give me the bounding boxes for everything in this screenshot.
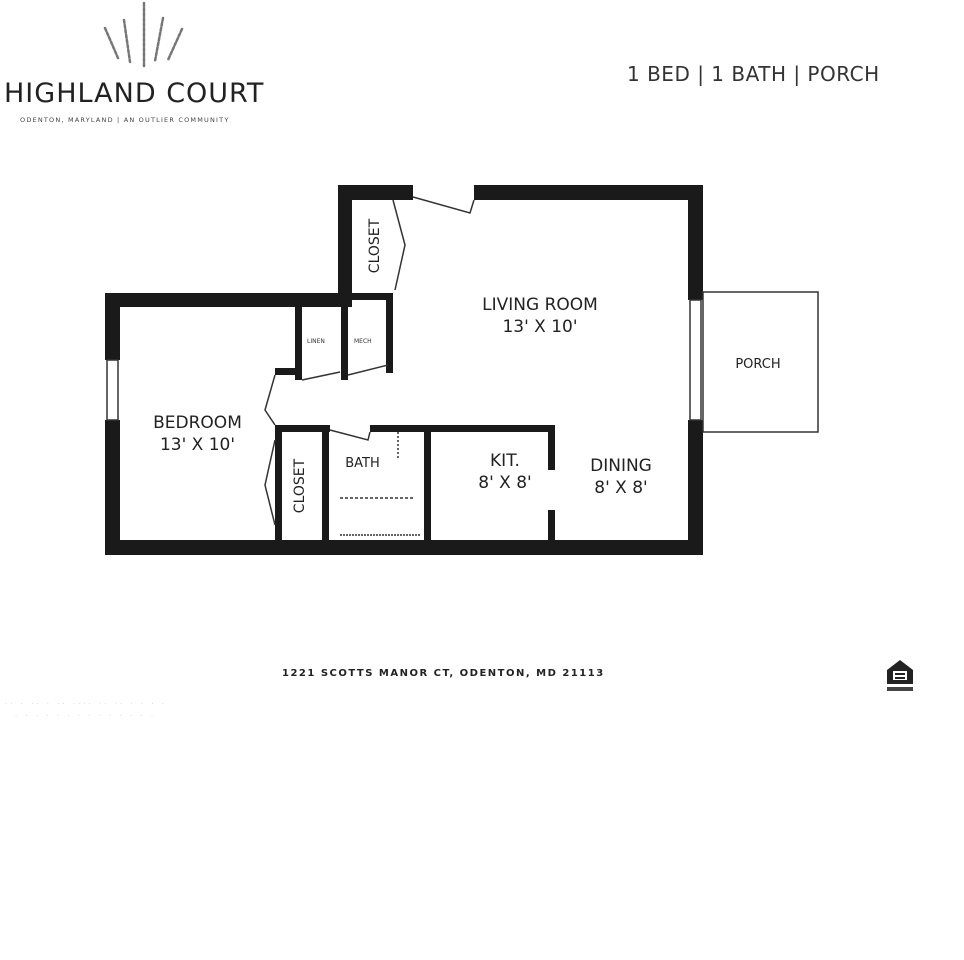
closet-lower-door <box>264 439 276 526</box>
kitchen-size: 8' X 8' <box>478 473 532 493</box>
bath-door <box>329 429 371 441</box>
living-room-name: LIVING ROOM <box>482 295 598 315</box>
kitchen-label: KIT. 8' X 8' <box>440 450 570 494</box>
faint-scan-artifact: · · · · · · · · · · · · · · <box>15 712 157 720</box>
address: 1221 SCOTTS MANOR CT, ODENTON, MD 21113 <box>282 668 605 679</box>
living-window <box>689 299 702 421</box>
kitchen-name: KIT. <box>490 451 520 471</box>
entry-door <box>412 196 475 214</box>
dining-name: DINING <box>590 456 652 476</box>
living-room-size: 13' X 10' <box>502 317 578 337</box>
logo-title: HIGHLAND COURT <box>4 78 265 109</box>
bedroom-window <box>106 359 119 421</box>
bedroom-size: 13' X 10' <box>159 435 236 455</box>
dining-size: 8' X 8' <box>594 478 648 498</box>
unit-summary: 1 BED | 1 BATH | PORCH <box>627 62 880 86</box>
bedroom-name: BEDROOM <box>153 413 242 433</box>
closet-upper-label: CLOSET <box>367 218 383 274</box>
mech-label: MECH <box>354 338 372 345</box>
faint-scan-artifact: ·· · ·· · ·· ···· ·· ·· · · · · <box>5 700 167 708</box>
porch-label: PORCH <box>735 357 781 372</box>
logo-subtitle: ODENTON, MARYLAND | AN OUTLIER COMMUNITY <box>20 116 230 124</box>
equal-housing-opportunity-icon <box>887 660 913 691</box>
bedroom-door <box>264 374 276 426</box>
floor-plan <box>105 185 819 555</box>
porch-outline <box>702 291 819 433</box>
bath-label: BATH <box>345 456 380 471</box>
closet-lower-label: CLOSET <box>292 458 308 514</box>
bedroom-label: BEDROOM 13' X 10' <box>120 412 275 456</box>
dining-label: DINING 8' X 8' <box>562 455 680 499</box>
linen-door <box>301 371 341 381</box>
closet-door <box>392 199 406 291</box>
linen-label: LINEN <box>307 338 325 345</box>
mech-door <box>347 364 389 376</box>
living-room-label: LIVING ROOM 13' X 10' <box>440 294 640 338</box>
logo-rays-icon <box>103 1 184 68</box>
walls <box>105 185 703 555</box>
